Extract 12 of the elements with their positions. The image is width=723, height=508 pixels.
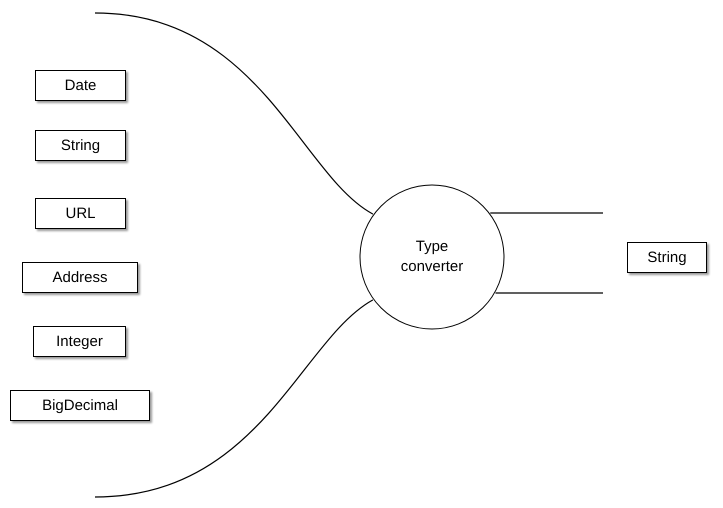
type-box: Date: [35, 70, 126, 101]
type-box: Integer: [33, 326, 126, 357]
type-box: String: [35, 130, 126, 161]
funnel-line: [490, 212, 603, 214]
funnel-line: [94, 299, 374, 498]
funnel-line: [94, 12, 374, 215]
type-box: Address: [22, 262, 138, 293]
node-label: Type converter: [400, 237, 464, 277]
type-box: String: [627, 242, 707, 273]
funnel-line: [496, 292, 603, 294]
type-box: BigDecimal: [10, 390, 150, 421]
type-box: URL: [35, 198, 126, 229]
